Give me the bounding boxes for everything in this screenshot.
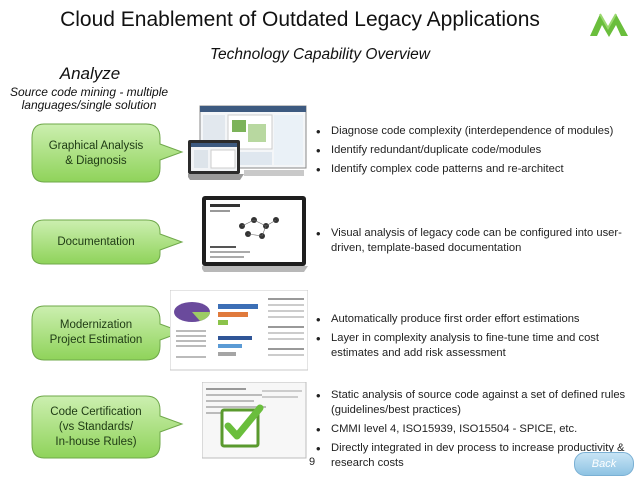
bullet-item: Directly integrated in dev process to in… <box>316 441 634 471</box>
bullet-item: Static analysis of source code against a… <box>316 388 634 418</box>
bubble-graphical-analysis: Graphical Analysis & Diagnosis <box>30 118 186 190</box>
page-subtitle: Technology Capability Overview <box>210 46 430 63</box>
bubble-label: Documentation <box>57 235 135 248</box>
bullet-list-documentation: Visual analysis of legacy code can be co… <box>316 226 634 260</box>
bullet-item: Diagnose code complexity (interdependenc… <box>316 124 634 139</box>
page-title: Cloud Enablement of Outdated Legacy Appl… <box>60 8 540 31</box>
back-button[interactable]: Back <box>574 452 634 476</box>
bullet-list-graphical-analysis: Diagnose code complexity (interdependenc… <box>316 124 634 181</box>
bullet-list-estimation: Automatically produce first order effort… <box>316 312 634 365</box>
bullet-item: Automatically produce first order effort… <box>316 312 634 327</box>
analysis-tool-screenshot <box>188 105 307 180</box>
speech-bubble-shape <box>31 219 184 265</box>
speech-bubble-shape <box>31 305 184 361</box>
bubble-label: Code Certification (vs Standards/ In-hou… <box>50 405 142 448</box>
bubble-label: Modernization Project Estimation <box>49 319 143 346</box>
bubble-code-certification: Code Certification (vs Standards/ In-hou… <box>30 392 186 464</box>
estimation-report-screenshot <box>170 290 308 371</box>
speech-bubble-shape <box>31 123 184 183</box>
documentation-screenshot <box>202 196 308 272</box>
company-logo-icon <box>590 13 628 37</box>
bullet-item: Identify complex code patterns and re-ar… <box>316 162 634 177</box>
bullet-item: CMMI level 4, ISO15939, ISO15504 - SPICE… <box>316 422 634 437</box>
bubble-documentation: Documentation <box>30 206 186 278</box>
page-number: 9 <box>309 456 316 468</box>
speech-bubble-shape <box>31 395 184 459</box>
bullet-list-certification: Static analysis of source code against a… <box>316 388 634 475</box>
analyze-subheading: Source code mining - multiple languages/… <box>9 85 169 112</box>
bubble-label: Graphical Analysis & Diagnosis <box>48 140 144 167</box>
analyze-heading: Analyze <box>59 64 121 83</box>
bullet-item: Layer in complexity analysis to fine-tun… <box>316 331 634 361</box>
bullet-item: Visual analysis of legacy code can be co… <box>316 226 634 256</box>
bubble-modernization-estimation: Modernization Project Estimation <box>30 298 186 370</box>
bullet-item: Identify redundant/duplicate code/module… <box>316 143 634 158</box>
certification-screenshot <box>202 382 307 459</box>
